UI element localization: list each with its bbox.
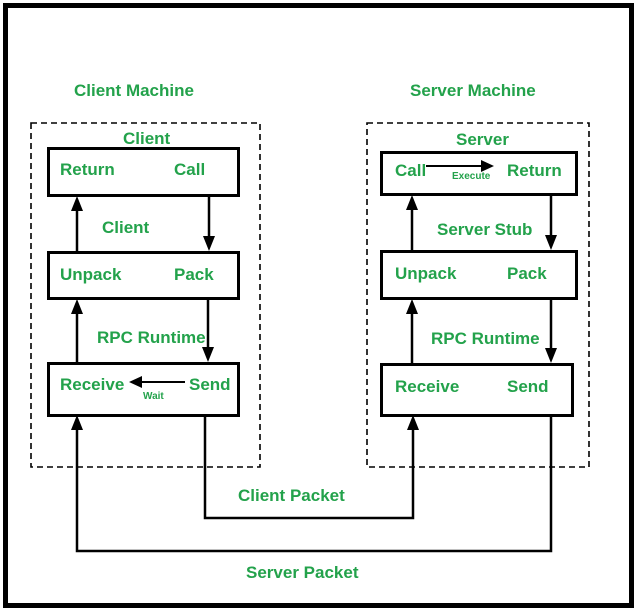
server-unpack-label: Unpack [395, 264, 457, 283]
server-receive-label: Receive [395, 377, 460, 396]
server-send-label: Send [507, 377, 549, 396]
server-machine-title: Server Machine [410, 81, 536, 100]
server-rpc-runtime-label: RPC Runtime [431, 329, 540, 348]
client-unpack-label: Unpack [60, 265, 122, 284]
client-machine-title: Client Machine [74, 81, 194, 100]
server-unpack-pack-box: Unpack Pack [380, 250, 578, 300]
client-layer-label: Client [123, 129, 171, 148]
client-call-label: Call [174, 160, 206, 179]
server-return-label: Return [507, 161, 562, 180]
client-packet-label: Client Packet [238, 486, 345, 505]
client-return-label: Return [60, 160, 115, 179]
client-receive-send-box: Receive Send [47, 362, 240, 417]
server-call-label: Call [395, 161, 427, 180]
server-layer-label: Server [456, 130, 509, 149]
client-call-return-box: Return Call [47, 147, 240, 197]
client-stub-label: Client [102, 218, 150, 237]
wait-label: Wait [143, 391, 164, 402]
server-packet-label: Server Packet [246, 563, 359, 582]
outer-border [3, 3, 634, 608]
client-receive-label: Receive [60, 375, 125, 394]
client-send-label: Send [189, 375, 231, 394]
client-unpack-pack-box: Unpack Pack [47, 251, 240, 300]
client-pack-label: Pack [174, 265, 214, 284]
server-receive-send-box: Receive Send [380, 363, 574, 417]
server-stub-label: Server Stub [437, 220, 533, 239]
server-pack-label: Pack [507, 264, 547, 283]
client-rpc-runtime-label: RPC Runtime [97, 328, 206, 347]
execute-label: Execute [452, 171, 491, 182]
